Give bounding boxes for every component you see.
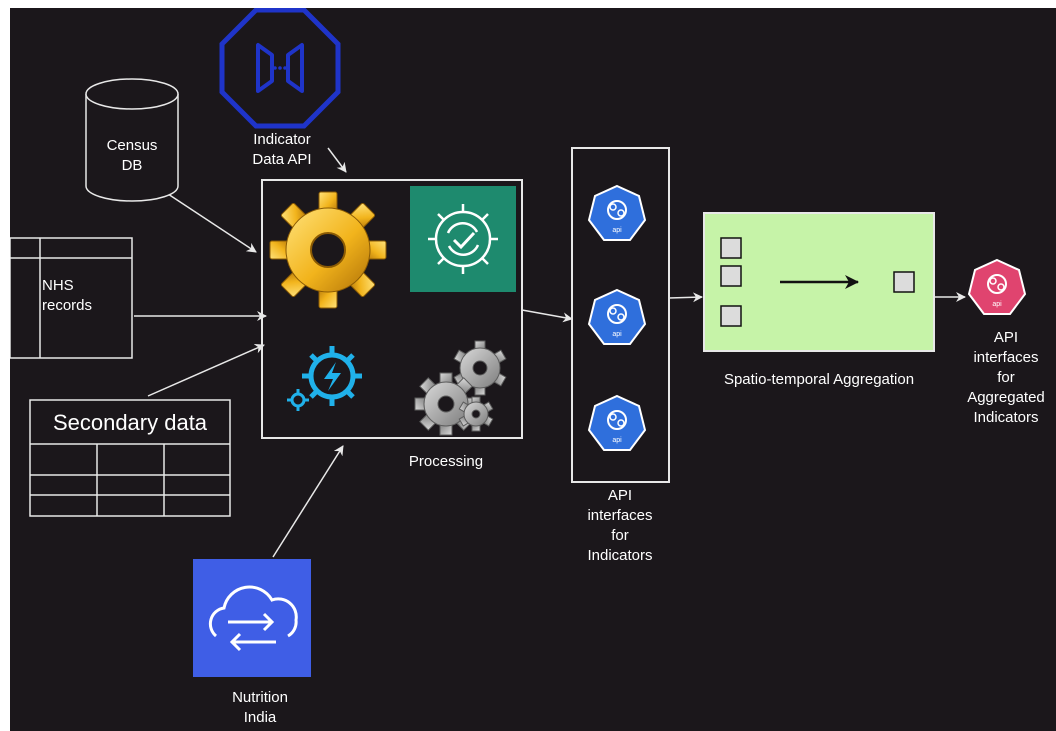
database-icon [85, 78, 179, 202]
api-badge-text: api [612, 437, 622, 444]
nhs-records-label-line2: records [42, 297, 93, 314]
nhs-records-table [10, 237, 133, 359]
api-aggregated-line1: API [993, 329, 1019, 346]
indicator-api-label-line2: Data API [252, 151, 312, 168]
nutrition-india-label-line1: Nutrition [232, 689, 288, 706]
kubernetes-api-icon: api [587, 394, 647, 451]
api-aggregated-line2: interfaces [973, 349, 1039, 366]
secondary-data-title: Secondary data [52, 410, 208, 435]
api-interfaces-box [571, 147, 670, 483]
aggregation-label: Spatio-temporal Aggregation [723, 371, 915, 388]
diagram-canvas: api api api api Indicator Data API Censu… [10, 8, 1056, 731]
secondary-data-table [29, 399, 231, 517]
indicator-api-label-line1: Indicator [253, 131, 311, 148]
indicator-api-label: Indicator Data API [238, 130, 326, 170]
octagon-api-icon [219, 8, 341, 129]
nhs-records-label: NHS records [42, 276, 92, 316]
connector-indicator-api-to-processing [327, 147, 347, 173]
api-interfaces-indicators-label: API interfaces for Indicators [570, 486, 670, 566]
api-aggregated-line5: Indicators [973, 409, 1039, 426]
cloud-sync-icon [193, 559, 311, 677]
census-db-label: Census DB [92, 136, 172, 176]
processing-label: Processing [408, 453, 484, 470]
kubernetes-api-icon: api [587, 288, 647, 345]
api-badge-text: api [612, 331, 622, 338]
aggregation-box [703, 212, 935, 352]
kubernetes-api-icon: api [587, 184, 647, 241]
lightning-gear-icon [287, 346, 362, 411]
gear-icon [269, 191, 387, 309]
api-badge-text: api [612, 227, 622, 234]
nhs-records-label-line1: NHS [42, 277, 74, 294]
api-aggregated-line3: for [997, 369, 1015, 386]
connector-census-to-processing [164, 191, 257, 253]
census-db-label-line2: DB [121, 157, 143, 174]
connector-api-to-aggregation [668, 292, 703, 303]
api-indicators-line4: Indicators [587, 547, 653, 564]
gear-check-icon [410, 186, 516, 292]
connector-secondary-to-processing [147, 344, 265, 397]
api-indicators-line1: API [607, 487, 633, 504]
census-db-label-line1: Census [106, 137, 158, 154]
api-interfaces-aggregated-label: API interfaces for Aggregated Indicators [956, 328, 1056, 428]
nutrition-india-label: Nutrition India [210, 688, 310, 728]
connector-processing-to-api [521, 309, 573, 323]
api-badge-text: api [992, 301, 1002, 308]
processing-box [261, 179, 523, 439]
kubernetes-api-icon: api [967, 258, 1027, 315]
nutrition-india-label-line2: India [243, 709, 277, 726]
api-aggregated-line4: Aggregated [967, 389, 1045, 406]
api-indicators-line2: interfaces [587, 507, 653, 524]
gray-gears-icon [414, 340, 507, 436]
api-indicators-line3: for [611, 527, 629, 544]
connector-nutrition-to-processing [272, 445, 344, 558]
